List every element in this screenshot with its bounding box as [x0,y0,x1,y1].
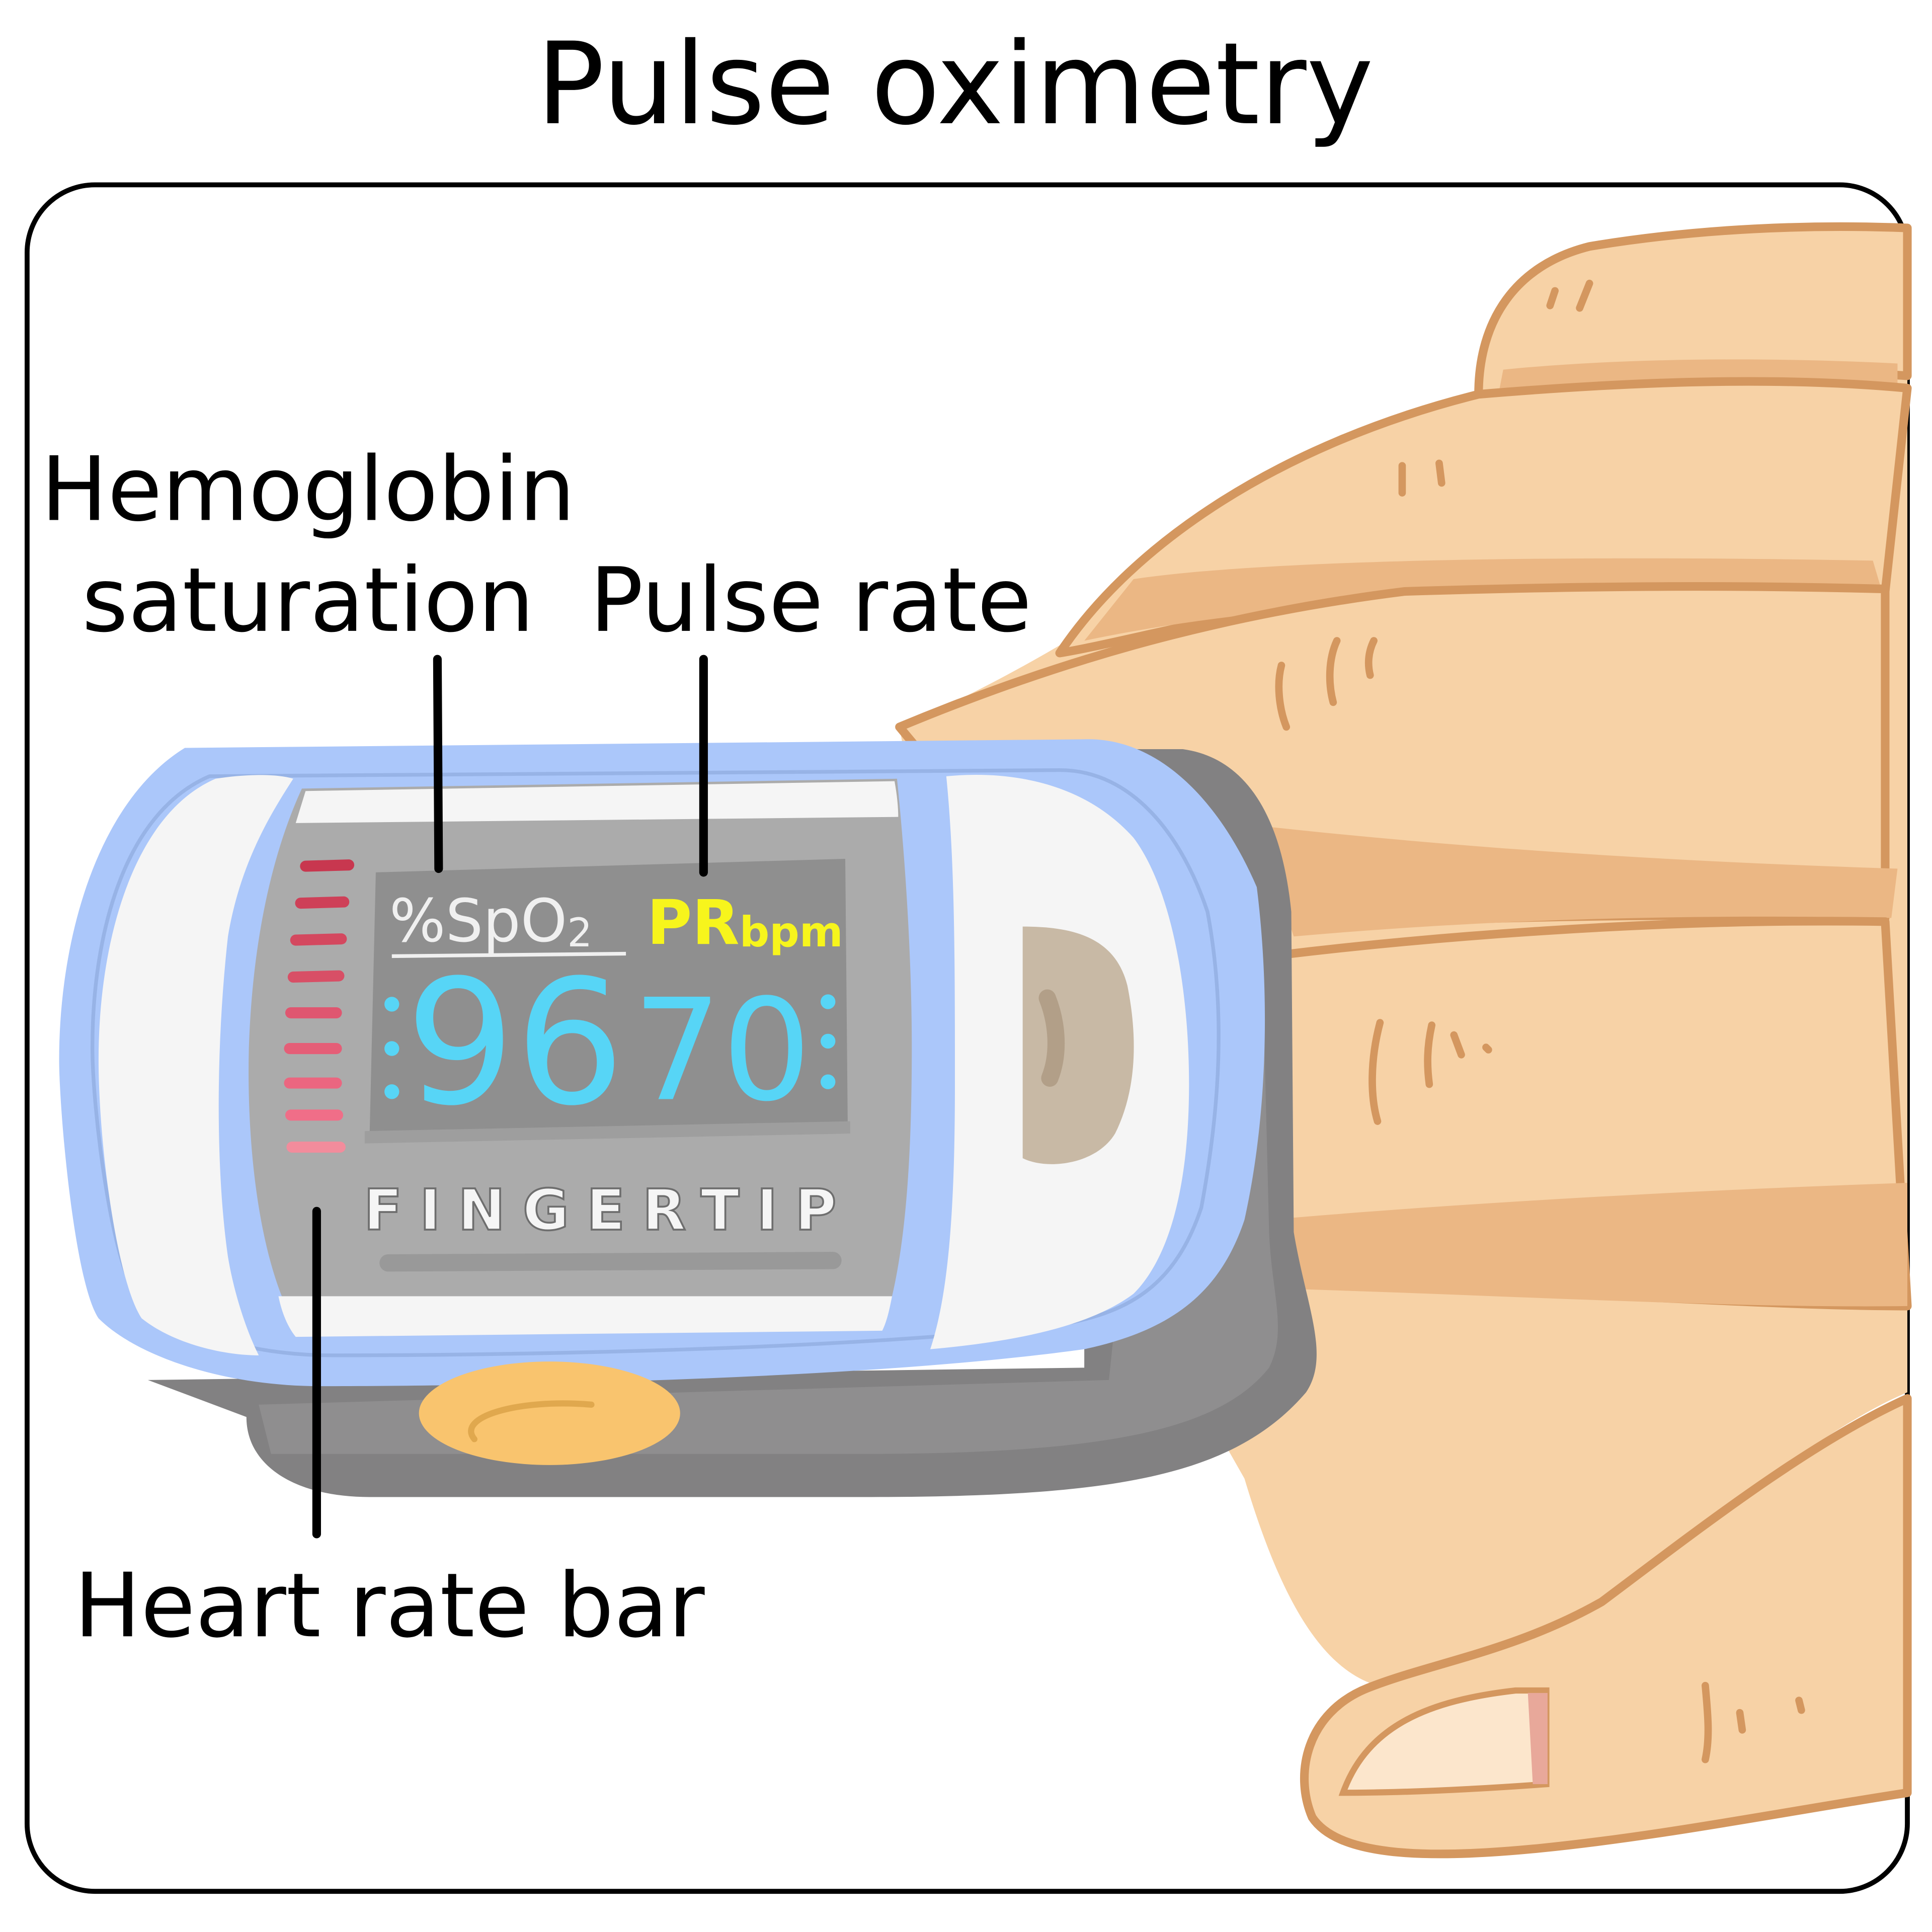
finger-slot [1023,927,1134,1164]
page-title: Pulse oximetry [536,19,1374,150]
front-panel-bottom-highlight [278,1296,892,1337]
heart-rate-bar-segment [301,902,344,903]
brand-text: FINGERTIP [364,1177,854,1243]
label-pulse-rate: Pulse rate [590,548,1031,652]
power-button[interactable] [419,1361,680,1465]
pr-value: 70 [632,969,811,1132]
pr-label-unit: bpm [740,908,843,956]
label-hemoglobin-line2: saturation [82,548,534,652]
finger-slot-shadow [1048,998,1056,1078]
pr-label-main: PR [647,887,740,958]
heart-rate-bar-segment [293,976,339,977]
label-heart-rate-bar: Heart rate bar [74,1554,705,1657]
heart-rate-bar-segment [305,865,349,866]
brand-underline-groove [388,1260,833,1263]
leader-line-hemoglobin [437,659,438,868]
label-hemoglobin-line1: Hemoglobin [41,437,575,541]
oximeter-device: %SpO2 PRbpm 96 70 [59,739,1317,1497]
spo2-value: 96 [406,943,625,1144]
heart-rate-bar-segment [296,939,342,940]
